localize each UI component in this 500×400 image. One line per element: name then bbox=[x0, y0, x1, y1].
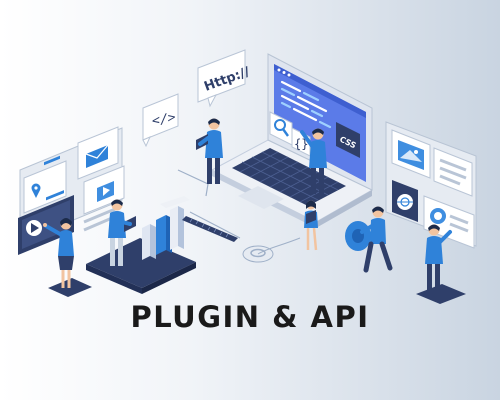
left-platform bbox=[86, 196, 238, 294]
code-bubble: </> bbox=[142, 93, 179, 148]
code-icon: </> bbox=[152, 110, 176, 129]
screen-code-lines bbox=[280, 80, 332, 129]
location-pin-icon bbox=[31, 155, 60, 198]
person-man-gear bbox=[345, 206, 393, 273]
person-woman-sitting bbox=[304, 200, 318, 251]
play-icon bbox=[97, 181, 114, 202]
css-card bbox=[336, 122, 360, 158]
touchpad bbox=[238, 186, 284, 209]
laptop: {} bbox=[210, 53, 374, 228]
envelope-icon bbox=[85, 144, 109, 168]
person-man-pointing bbox=[300, 128, 327, 194]
gear-icon bbox=[345, 221, 371, 251]
image-icon bbox=[398, 140, 424, 170]
http-bubble bbox=[197, 49, 246, 108]
person-woman-left bbox=[43, 218, 74, 288]
braces-icon: {} bbox=[294, 137, 308, 151]
right-panels bbox=[385, 121, 477, 249]
person-man-laptop-left bbox=[196, 118, 223, 184]
headline: PLUGIN & API bbox=[130, 300, 370, 334]
magnifier-icon bbox=[274, 119, 289, 137]
person-man-right bbox=[425, 224, 452, 292]
globe-icon bbox=[397, 194, 413, 210]
person-man-platform bbox=[108, 199, 136, 266]
right-small-platform bbox=[416, 284, 466, 304]
